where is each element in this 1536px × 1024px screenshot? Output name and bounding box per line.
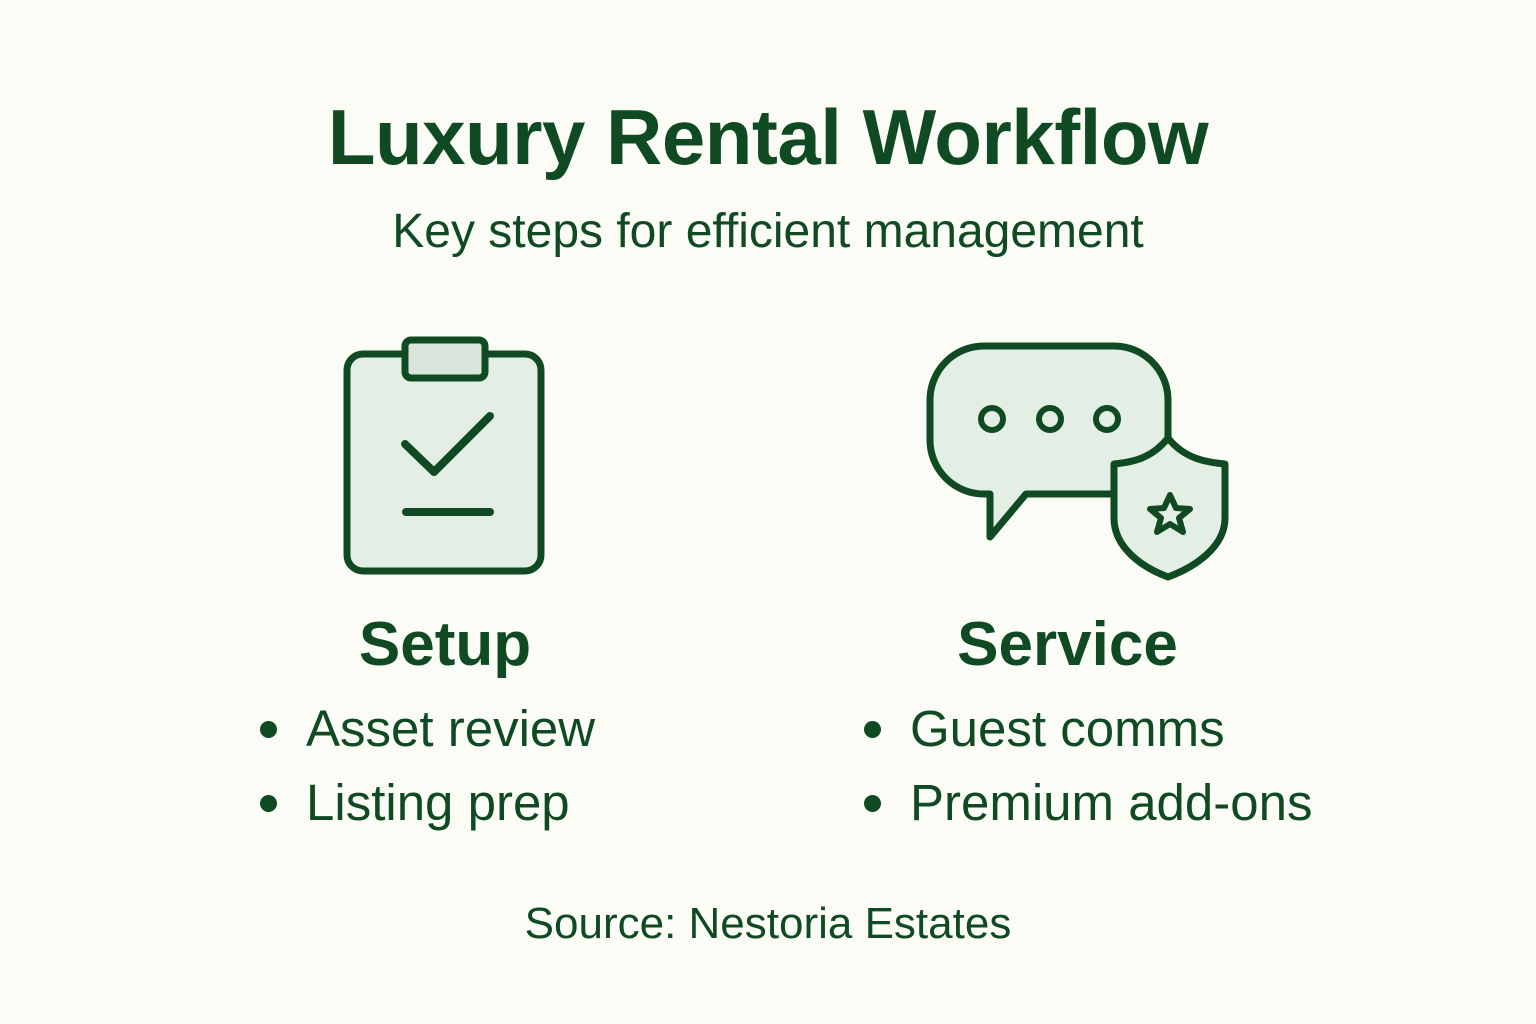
column-setup-title: Setup xyxy=(358,610,532,679)
bullet-icon xyxy=(864,794,881,812)
page-subtitle: Key steps for efficient management xyxy=(392,205,1144,258)
list-item: Guest comms xyxy=(860,692,1313,766)
bullet-icon xyxy=(260,720,277,738)
source-note: Source: Nestoria Estates xyxy=(524,899,1012,948)
column-service-list: Guest comms Premium add-ons xyxy=(860,692,1313,840)
clipboard-check-icon xyxy=(340,334,550,579)
list-item: Premium add-ons xyxy=(860,766,1313,840)
list-item: Asset review xyxy=(256,692,595,766)
column-setup-list: Asset review Listing prep xyxy=(256,692,595,840)
column-service-title: Service xyxy=(957,610,1178,679)
bullet-icon xyxy=(864,720,881,738)
list-item: Listing prep xyxy=(256,766,595,840)
chat-bubble-shield-star-icon xyxy=(926,342,1236,587)
page-title: Luxury Rental Workflow xyxy=(327,93,1209,181)
bullet-icon xyxy=(260,794,277,812)
